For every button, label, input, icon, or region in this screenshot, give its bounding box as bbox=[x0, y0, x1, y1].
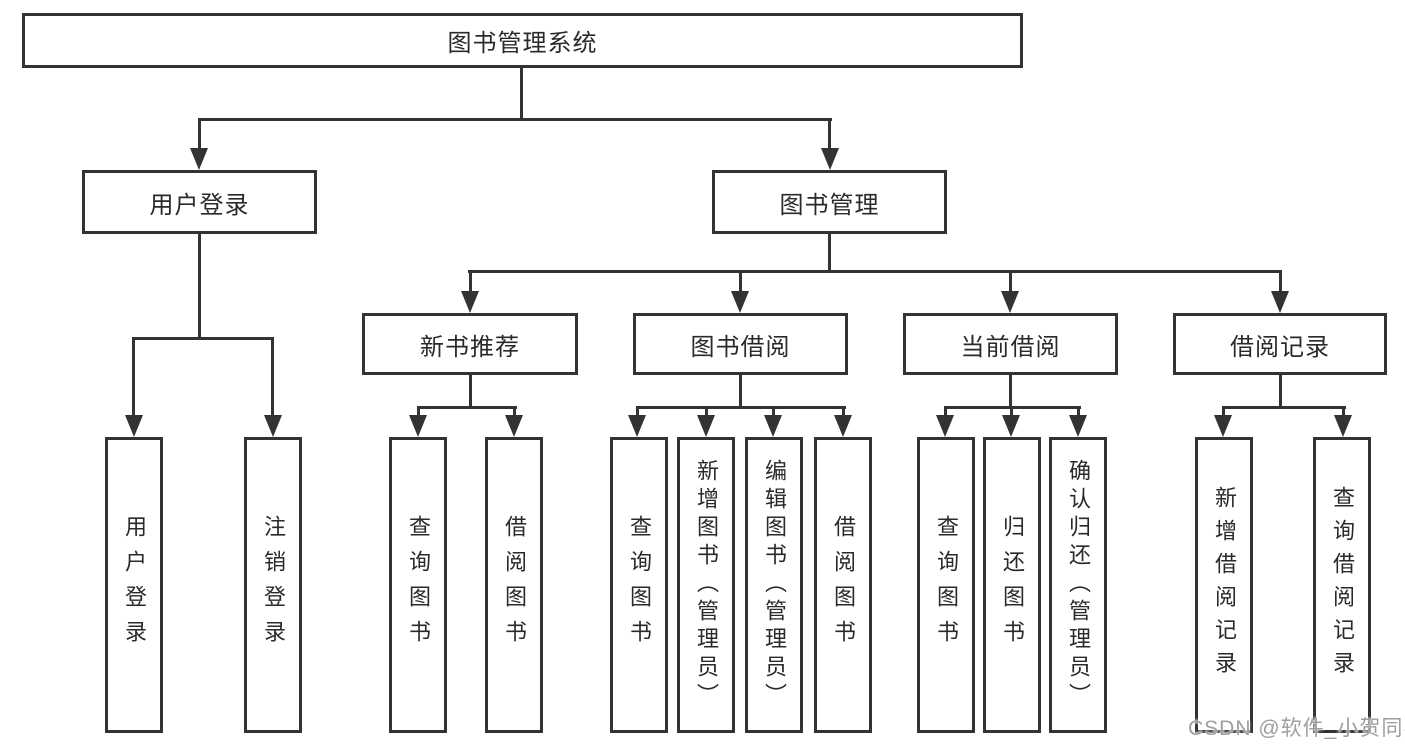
connector-line bbox=[739, 373, 742, 408]
connector-line bbox=[520, 66, 523, 120]
arrow-down-icon bbox=[936, 415, 954, 437]
node-label: 图书管理系统 bbox=[447, 30, 598, 57]
node-label: 借阅记录 bbox=[1230, 333, 1330, 361]
arrow-down-icon bbox=[1271, 291, 1289, 313]
connector-line bbox=[1222, 406, 1346, 409]
connector-line bbox=[469, 373, 472, 408]
arrow-down-icon bbox=[1001, 291, 1019, 313]
arrow-down-icon bbox=[1334, 415, 1352, 437]
arrow-down-icon bbox=[1069, 415, 1087, 437]
connector-line bbox=[1077, 406, 1080, 419]
connector-line bbox=[1009, 270, 1012, 295]
leaf-confirm-return-admin: 确认归还（管理员） bbox=[1049, 437, 1107, 733]
node-label: 当前借阅 bbox=[960, 333, 1061, 361]
leaf-label: 注销登录 bbox=[261, 515, 286, 655]
arrow-down-icon bbox=[505, 415, 523, 437]
connector-line bbox=[1279, 373, 1282, 408]
arrow-down-icon bbox=[821, 148, 839, 170]
connector-line bbox=[842, 406, 845, 419]
connector-line bbox=[1342, 406, 1345, 419]
node-new-book-recommendation: 新书推荐 bbox=[362, 313, 578, 375]
watermark: CSDN @软件_小贺同学 bbox=[1188, 717, 1405, 740]
arrow-down-icon bbox=[264, 415, 282, 437]
arrow-down-icon bbox=[409, 415, 427, 437]
node-label: 图书管理 bbox=[779, 191, 880, 219]
leaf-edit-book-admin: 编辑图书（管理员） bbox=[745, 437, 803, 733]
leaf-label: 归还图书 bbox=[1000, 515, 1025, 655]
arrow-down-icon bbox=[1214, 415, 1232, 437]
arrow-down-icon bbox=[125, 415, 143, 437]
node-current-borrowing: 当前借阅 bbox=[903, 313, 1118, 375]
connector-line bbox=[705, 406, 708, 419]
arrow-down-icon bbox=[628, 415, 646, 437]
connector-line bbox=[828, 118, 831, 152]
leaf-search-borrow-record: 查询借阅记录 bbox=[1313, 437, 1371, 733]
connector-line bbox=[469, 270, 472, 295]
leaf-label: 查询图书 bbox=[934, 515, 959, 655]
leaf-label: 借阅图书 bbox=[502, 515, 527, 655]
connector-line bbox=[198, 232, 201, 338]
connector-line bbox=[513, 406, 516, 419]
leaf-add-borrow-record: 新增借阅记录 bbox=[1195, 437, 1253, 733]
connector-line bbox=[1279, 270, 1282, 295]
node-library-management-system: 图书管理系统 bbox=[22, 13, 1023, 68]
arrow-down-icon bbox=[697, 415, 715, 437]
node-borrowing-records: 借阅记录 bbox=[1173, 313, 1387, 375]
arrow-down-icon bbox=[461, 291, 479, 313]
connector-line bbox=[198, 118, 832, 121]
arrow-down-icon bbox=[190, 148, 208, 170]
connector-line bbox=[1010, 406, 1013, 419]
leaf-label: 编辑图书（管理员） bbox=[762, 459, 787, 711]
arrow-down-icon bbox=[1002, 415, 1020, 437]
leaf-label: 查询图书 bbox=[406, 515, 431, 655]
node-label: 图书借阅 bbox=[690, 333, 791, 361]
leaf-borrow-books-recommend: 借阅图书 bbox=[485, 437, 543, 733]
leaf-search-books-recommend: 查询图书 bbox=[389, 437, 447, 733]
connector-line bbox=[1009, 373, 1012, 408]
connector-line bbox=[132, 337, 135, 419]
leaf-search-books-borrowing: 查询图书 bbox=[610, 437, 668, 733]
connector-line bbox=[198, 118, 201, 152]
arrow-down-icon bbox=[834, 415, 852, 437]
connector-line bbox=[417, 406, 517, 409]
leaf-borrow-books-borrowing: 借阅图书 bbox=[814, 437, 872, 733]
node-user-login: 用户登录 bbox=[82, 170, 317, 234]
node-book-borrowing: 图书借阅 bbox=[633, 313, 848, 375]
leaf-label: 新增图书（管理员） bbox=[694, 459, 719, 711]
leaf-logout: 注销登录 bbox=[244, 437, 302, 733]
connector-line bbox=[772, 406, 775, 419]
connector-line bbox=[417, 406, 420, 419]
arrow-down-icon bbox=[764, 415, 782, 437]
arrow-down-icon bbox=[731, 291, 749, 313]
leaf-user-login: 用户登录 bbox=[105, 437, 163, 733]
leaf-label: 用户登录 bbox=[122, 515, 147, 655]
leaf-label: 新增借阅记录 bbox=[1212, 486, 1237, 684]
leaf-return-books: 归还图书 bbox=[983, 437, 1041, 733]
leaf-label: 借阅图书 bbox=[831, 515, 856, 655]
leaf-label: 查询借阅记录 bbox=[1330, 486, 1355, 684]
connector-line bbox=[739, 270, 742, 295]
leaf-add-book-admin: 新增图书（管理员） bbox=[677, 437, 735, 733]
connector-line bbox=[636, 406, 639, 419]
connector-line bbox=[468, 270, 1282, 273]
node-label: 用户登录 bbox=[149, 191, 250, 219]
leaf-search-books-current: 查询图书 bbox=[917, 437, 975, 733]
leaf-label: 查询图书 bbox=[627, 515, 652, 655]
connector-line bbox=[132, 337, 274, 340]
connector-line bbox=[636, 406, 846, 409]
node-book-management: 图书管理 bbox=[712, 170, 947, 234]
node-label: 新书推荐 bbox=[420, 333, 520, 361]
connector-line bbox=[828, 232, 831, 272]
connector-line bbox=[944, 406, 947, 419]
connector-line bbox=[1222, 406, 1225, 419]
connector-line bbox=[271, 337, 274, 419]
leaf-label: 确认归还（管理员） bbox=[1066, 459, 1091, 711]
